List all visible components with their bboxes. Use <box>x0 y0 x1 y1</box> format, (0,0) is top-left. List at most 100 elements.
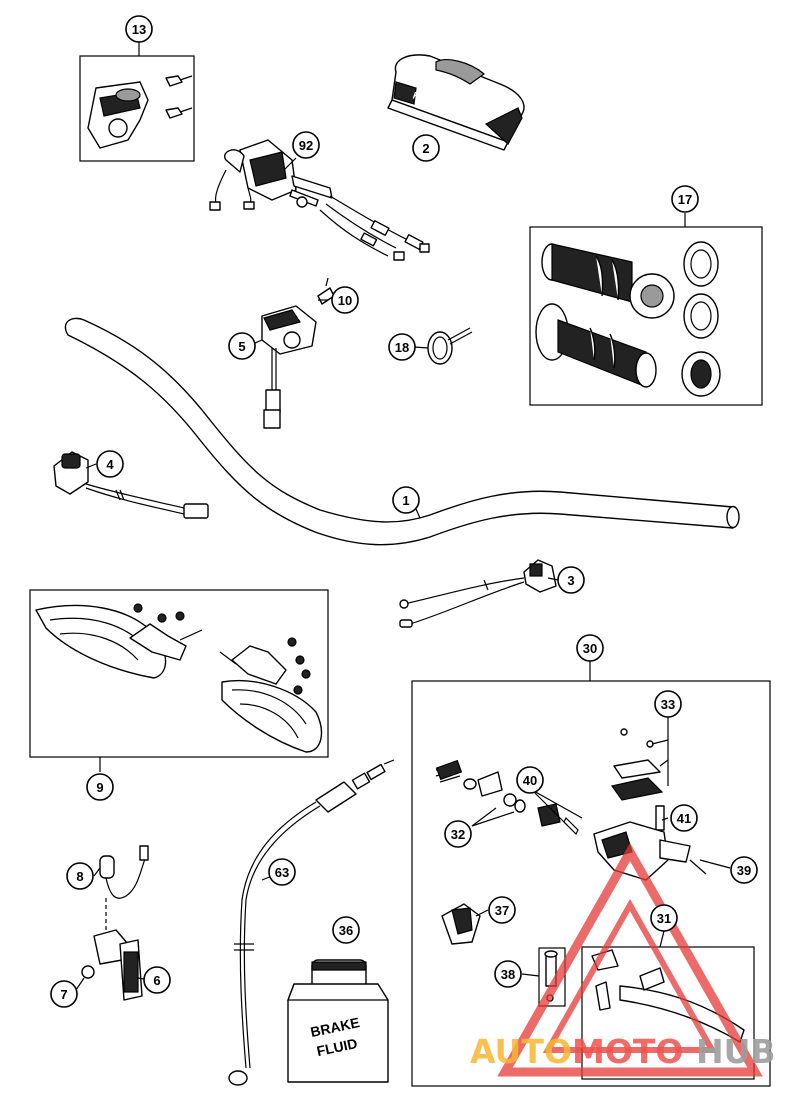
watermark-hub: HUB <box>696 1032 776 1071</box>
callout-39: 39 <box>730 856 758 884</box>
callout-label: 30 <box>583 641 597 656</box>
triangle-logo-icon <box>497 842 763 1077</box>
clamp-13 <box>87 75 193 149</box>
callout-30: 30 <box>576 634 604 662</box>
callout-label: 8 <box>76 869 83 884</box>
cable-tie-18 <box>427 327 473 365</box>
callout-label: 63 <box>275 865 289 880</box>
callout-circle-icon <box>331 286 359 314</box>
callout-4: 4 <box>96 450 124 478</box>
callout-41: 41 <box>670 804 698 832</box>
leader-lines <box>75 42 731 991</box>
switch-5 <box>261 277 335 429</box>
box-9 <box>29 589 329 758</box>
callout-38: 38 <box>494 960 522 988</box>
callout-label: 7 <box>60 987 67 1002</box>
callout-5: 5 <box>228 332 256 360</box>
bar-pad: HUSQVARNA <box>387 54 525 151</box>
callout-92: 92 <box>292 131 320 159</box>
callout-circle-icon <box>125 15 153 43</box>
callout-label: 36 <box>339 923 353 938</box>
handguards-9 <box>35 603 323 753</box>
callout-circle-icon <box>557 566 585 594</box>
callout-2: 2 <box>412 134 440 162</box>
callout-32: 32 <box>444 820 472 848</box>
callout-circle-icon <box>412 134 440 162</box>
hardware-bolts <box>133 603 311 695</box>
callout-label: 5 <box>238 339 245 354</box>
kill-switch-4 <box>53 451 209 519</box>
callout-circle-icon <box>671 185 699 213</box>
callout-label: 37 <box>495 903 509 918</box>
callout-31: 31 <box>650 904 678 932</box>
callout-circle-icon <box>96 450 124 478</box>
callout-13: 13 <box>125 15 153 43</box>
callout-63: 63 <box>268 858 296 886</box>
callout-label: 4 <box>106 457 114 472</box>
box-31 <box>581 946 755 1080</box>
callout-label: 31 <box>657 911 671 926</box>
callout-label: 33 <box>661 697 675 712</box>
callout-label: 13 <box>132 22 146 37</box>
callout-circle-icon <box>576 634 604 662</box>
callout-circle-icon <box>228 332 256 360</box>
callout-label: 1 <box>402 493 409 508</box>
callout-label: 41 <box>677 811 691 826</box>
callout-circle-icon <box>388 333 416 361</box>
callout-label: 32 <box>451 827 465 842</box>
callout-circle-icon <box>392 486 420 514</box>
callout-circle-icon <box>654 690 682 718</box>
brake-switch-8 <box>81 845 149 1001</box>
callout-circle-icon <box>670 804 698 832</box>
callout-circle-icon <box>86 773 114 801</box>
callout-circle-icon <box>444 820 472 848</box>
callout-7: 7 <box>50 980 78 1008</box>
callout-label: 40 <box>523 773 537 788</box>
callout-label: 18 <box>395 340 409 355</box>
callout-circle-icon <box>292 131 320 159</box>
box-17 <box>529 226 763 406</box>
callout-36: 36 <box>332 916 360 944</box>
handlebar <box>64 317 740 546</box>
callout-label: 92 <box>299 138 313 153</box>
callout-label: 17 <box>678 192 692 207</box>
callout-circle-icon <box>268 858 296 886</box>
callout-label: 3 <box>567 573 574 588</box>
callout-label: 10 <box>338 293 352 308</box>
grips-17 <box>535 241 721 397</box>
callout-circle-icon <box>66 862 94 890</box>
callout-17: 17 <box>671 185 699 213</box>
callout-label: 2 <box>422 141 429 156</box>
switch-3 <box>399 559 557 628</box>
callout-6: 6 <box>143 966 171 994</box>
callout-circle-icon <box>516 766 544 794</box>
callout-circle-icon <box>332 916 360 944</box>
callout-label: 39 <box>737 863 751 878</box>
callout-33: 33 <box>654 690 682 718</box>
callout-circle-icon <box>650 904 678 932</box>
callout-circle-icon <box>488 896 516 924</box>
callout-label: 38 <box>501 967 515 982</box>
callout-circle-icon <box>143 966 171 994</box>
callout-1: 1 <box>392 486 420 514</box>
brake-fluid-36: BRAKE FLUID <box>287 959 389 1083</box>
brake-line-63 <box>228 759 395 1086</box>
watermark: AUTO MOTO HUB <box>470 842 776 1077</box>
callout-label: 9 <box>96 780 103 795</box>
box-13 <box>79 55 195 162</box>
callout-37: 37 <box>488 896 516 924</box>
throttle-92 <box>209 139 430 261</box>
callout-40: 40 <box>516 766 544 794</box>
callout-circle-icon <box>494 960 522 988</box>
master-cylinder-30 <box>435 728 745 1043</box>
box-38 <box>538 947 566 1007</box>
watermark-moto: MOTO <box>572 1032 683 1071</box>
callout-circle-icon <box>730 856 758 884</box>
watermark-auto: AUTO <box>470 1032 572 1071</box>
callout-18: 18 <box>388 333 416 361</box>
callout-8: 8 <box>66 862 94 890</box>
callout-3: 3 <box>557 566 585 594</box>
callout-10: 10 <box>331 286 359 314</box>
